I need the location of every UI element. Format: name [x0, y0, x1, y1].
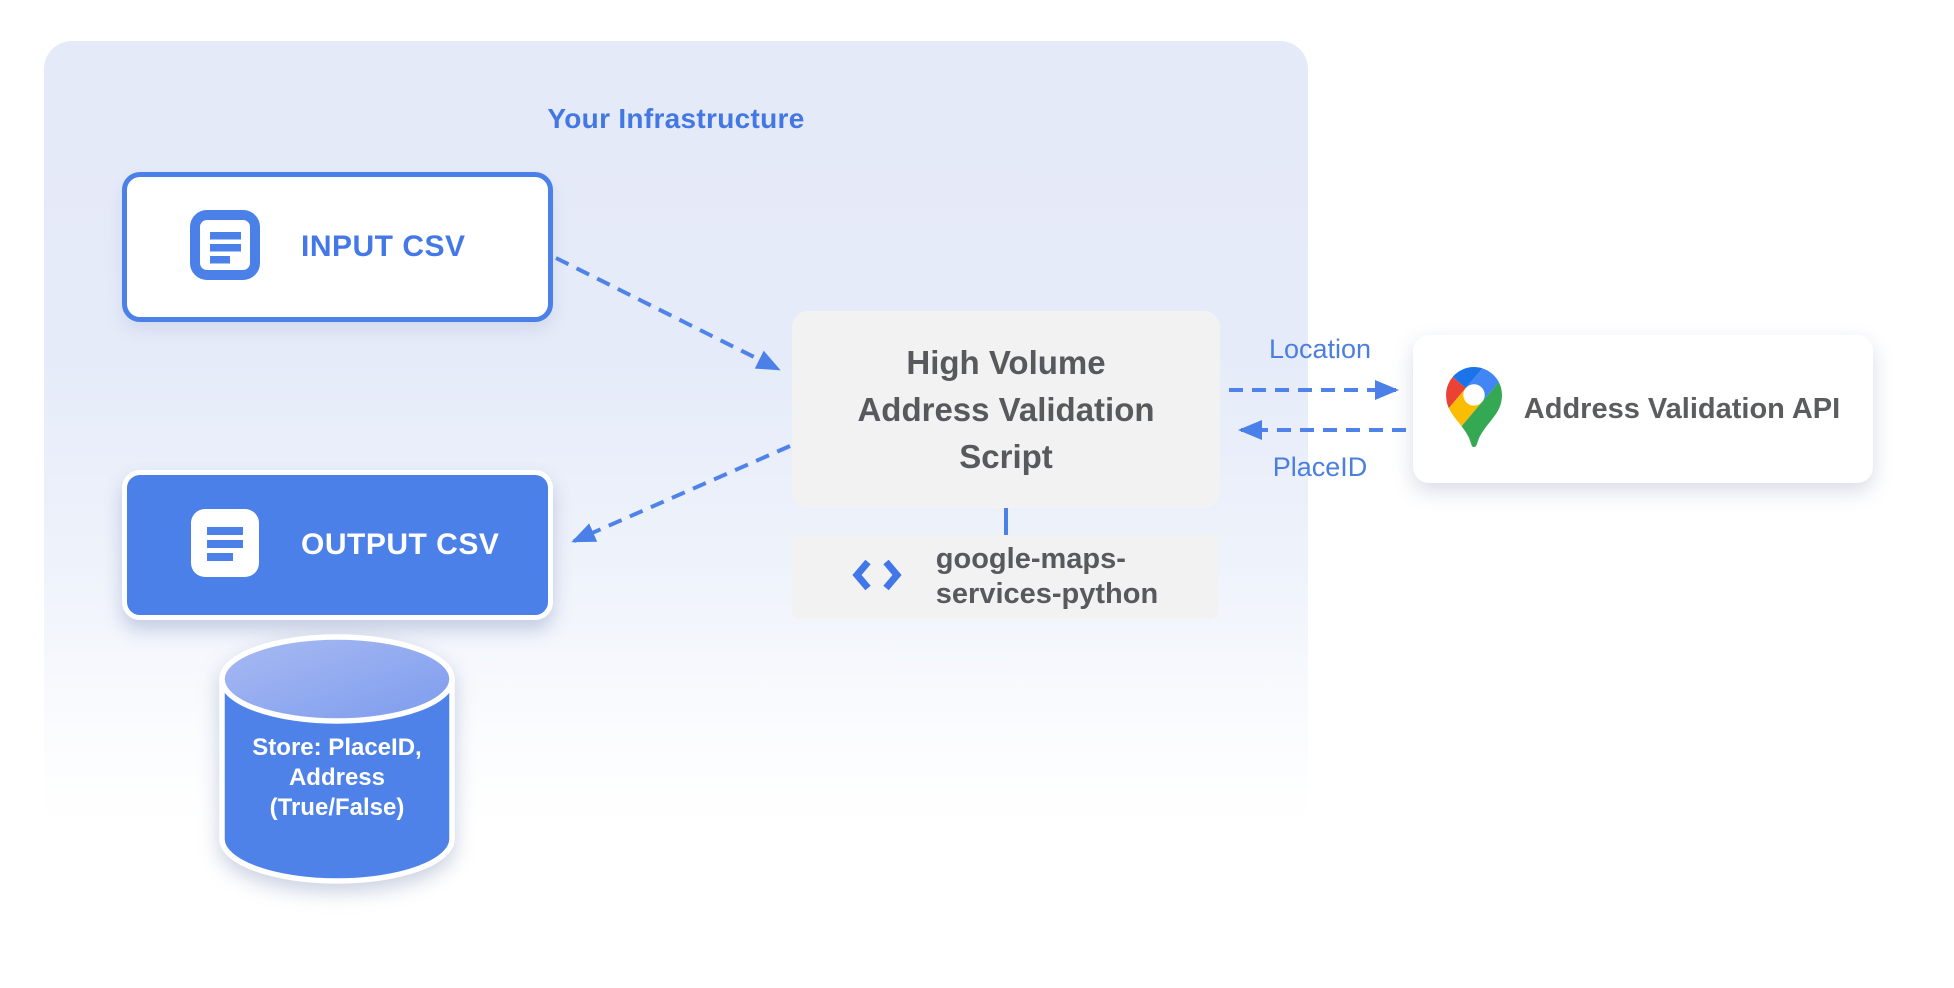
edge-label-placeid: PlaceID — [1272, 452, 1368, 482]
node-validation-script: High Volume Address Validation Script — [792, 311, 1220, 508]
database-cylinder-icon — [219, 634, 455, 884]
node-input-csv: INPUT CSV — [122, 172, 553, 322]
google-maps-pin-icon — [1445, 366, 1502, 452]
infrastructure-title: Your Infrastructure — [547, 103, 805, 134]
api-label: Address Validation API — [1523, 392, 1841, 425]
edge-label-location: Location — [1268, 334, 1372, 364]
node-output-csv: OUTPUT CSV — [122, 470, 553, 620]
node-address-validation-api: Address Validation API — [1413, 335, 1873, 483]
code-icon — [852, 559, 902, 596]
document-icon — [189, 209, 261, 286]
node-datastore: Store: PlaceID, Address (True/False) — [215, 633, 459, 891]
node-library: google-maps- services-python — [792, 535, 1218, 619]
validation-script-label: High Volume Address Validation Script — [857, 344, 1155, 475]
document-icon — [189, 507, 261, 584]
datastore-label: Store: PlaceID, Address (True/False) — [252, 734, 422, 821]
output-csv-label: OUTPUT CSV — [301, 528, 500, 561]
library-label: google-maps- services-python — [935, 543, 1159, 610]
input-csv-label: INPUT CSV — [301, 230, 466, 263]
